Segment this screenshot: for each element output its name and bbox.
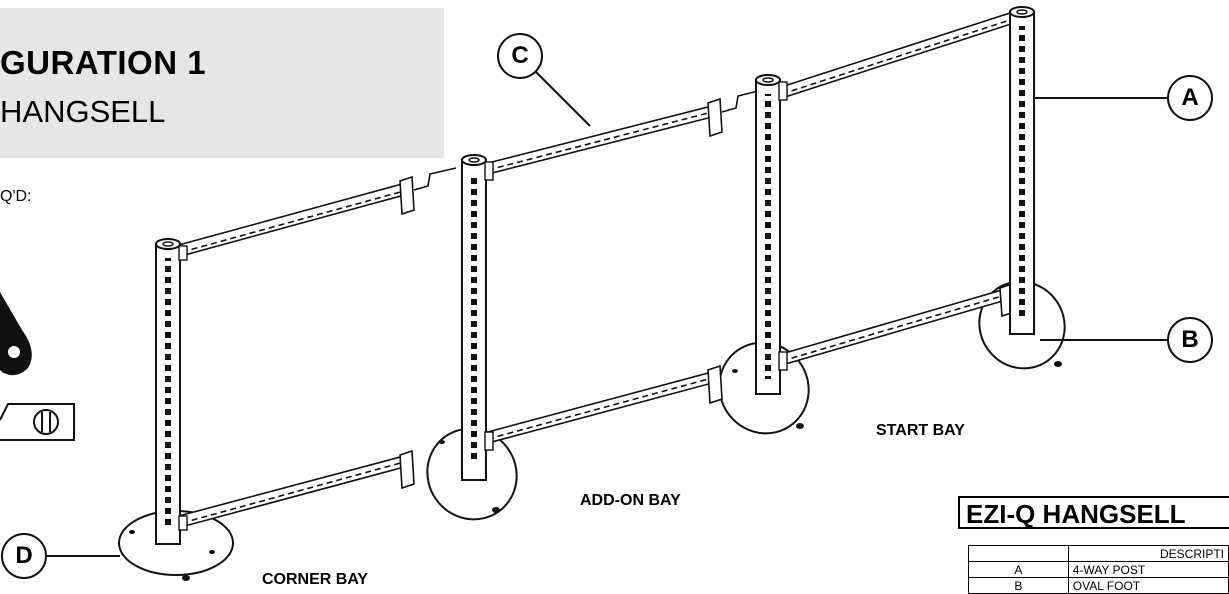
add-on-bay-label: ADD-ON BAY xyxy=(580,492,681,509)
start-post-right xyxy=(1009,6,1035,335)
callout-c-marker xyxy=(497,33,591,127)
start-post-left xyxy=(755,74,788,395)
parts-list-title: EZI-Q HANGSELL xyxy=(958,496,1229,529)
configuration-title: GURATION 1 xyxy=(0,44,207,81)
add-on-post xyxy=(461,154,494,481)
description-cell: OVAL FOOT xyxy=(1067,577,1229,594)
tools-required-label: Q'D: xyxy=(0,188,32,205)
start-bay-label: START BAY xyxy=(876,422,965,439)
header-item xyxy=(968,545,1069,562)
callout-d-marker xyxy=(1,533,120,579)
corner-bay-label: CORNER BAY xyxy=(262,571,369,588)
callout-a-label: A xyxy=(1181,84,1199,111)
description-cell: 4-WAY POST xyxy=(1067,561,1229,578)
table-row: B OVAL FOOT xyxy=(968,577,1229,594)
header-description: DESCRIPTI xyxy=(1067,545,1229,562)
table-header-row: DESCRIPTI xyxy=(968,545,1229,562)
spirit-level-icon xyxy=(0,403,75,441)
callout-a-marker xyxy=(1034,75,1213,121)
bottom-rails xyxy=(173,289,1008,528)
title-panel: GURATION 1 HANGSELL xyxy=(0,8,444,158)
item-cell: A xyxy=(968,561,1069,578)
item-cell: B xyxy=(968,577,1069,594)
callout-d-label: D xyxy=(15,542,33,569)
callout-b-marker xyxy=(1040,317,1213,363)
top-rails xyxy=(173,12,1016,257)
corner-post xyxy=(155,238,188,545)
parts-list-table: DESCRIPTI A 4-WAY POST B OVAL FOOT xyxy=(968,545,1229,594)
table-row: A 4-WAY POST xyxy=(968,561,1229,578)
spanner-icon xyxy=(0,292,32,376)
callout-c-label: C xyxy=(511,42,529,69)
product-subtitle: HANGSELL xyxy=(0,94,166,129)
callout-b-label: B xyxy=(1181,326,1199,353)
